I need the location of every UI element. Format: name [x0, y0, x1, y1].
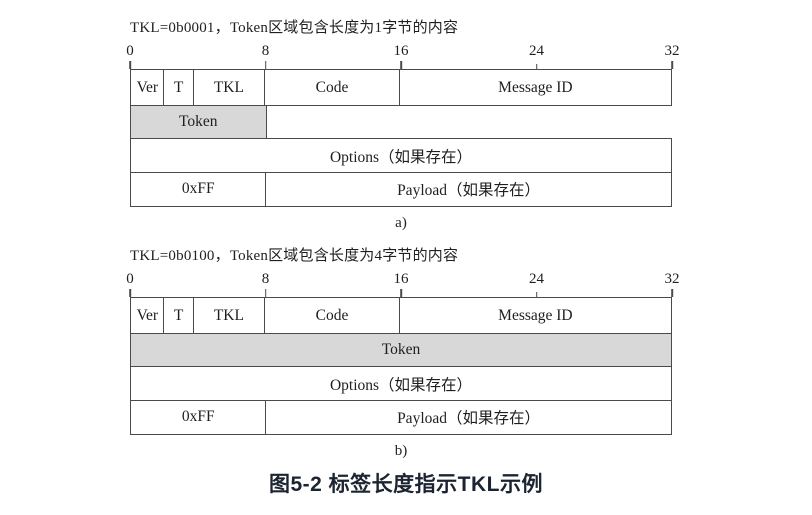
subfigure-label-a: a): [395, 214, 407, 231]
field-ver: Ver: [130, 297, 165, 334]
table-row-options: Options（如果存在）: [130, 366, 672, 401]
table-row-token: Token: [130, 104, 672, 140]
field-code: Code: [263, 297, 401, 334]
bit-tick-label: 0: [126, 43, 134, 59]
tick-mark: [535, 292, 538, 297]
tick-mark: [400, 289, 402, 297]
tick-mark: [671, 289, 673, 297]
field-tkl: TKL: [192, 69, 266, 106]
tick-mark: [671, 61, 673, 69]
tick-mark: [264, 61, 267, 69]
diagram-b-bit-ruler: 0 8 16 24 32: [126, 271, 680, 297]
bit-tick-label: 8: [261, 43, 270, 59]
packet-table-b: Ver T TKL Code Message ID Token Options（…: [130, 297, 672, 435]
tick-mark: [400, 61, 402, 69]
bit-tick-label: 16: [393, 43, 409, 59]
diagram-b-title: TKL=0b0100，Token区域包含长度为4字节的内容: [130, 248, 459, 264]
field-ver: Ver: [130, 69, 165, 106]
table-row-header: Ver T TKL Code Message ID: [130, 69, 672, 106]
subfigure-label-b: b): [394, 442, 408, 459]
table-row-token: Token: [130, 332, 672, 368]
table-row-options: Options（如果存在）: [130, 138, 672, 173]
field-message-id: Message ID: [398, 69, 672, 106]
tick-mark: [264, 289, 267, 297]
packet-table-a: Ver T TKL Code Message ID Token Options（…: [130, 69, 672, 207]
bit-tick-label: 0: [126, 271, 134, 287]
diagram-a-bit-ruler: 0 8 16 24 32: [126, 43, 680, 69]
tick-mark: [535, 64, 538, 69]
bit-tick-label: 16: [393, 271, 409, 287]
field-token: Token: [130, 104, 267, 140]
bit-tick-label: 32: [664, 43, 680, 59]
bit-tick-label: 32: [664, 271, 680, 287]
field-code: Code: [263, 69, 401, 106]
diagram-a-title: TKL=0b0001，Token区域包含长度为1字节的内容: [130, 20, 459, 36]
figure-b: TKL=0b0100，Token区域包含长度为4字节的内容 0 8 16 24 …: [126, 247, 680, 460]
field-0xff: 0xFF: [130, 399, 267, 435]
field-message-id: Message ID: [398, 297, 672, 334]
field-payload: Payload（如果存在）: [265, 171, 672, 207]
field-options: Options（如果存在）: [130, 138, 672, 173]
field-token: Token: [130, 332, 672, 368]
figure-caption: 图5-2 标签长度指示TKL示例: [268, 473, 543, 496]
table-row-header: Ver T TKL Code Message ID: [130, 297, 672, 334]
field-0xff: 0xFF: [130, 171, 267, 207]
field-t: T: [163, 69, 195, 106]
table-row-payload: 0xFF Payload（如果存在）: [130, 399, 672, 435]
bit-tick-label: 8: [261, 271, 270, 287]
bit-tick-label: 24: [529, 271, 544, 287]
field-tkl: TKL: [192, 297, 266, 334]
figure-a: TKL=0b0001，Token区域包含长度为1字节的内容 0 8 16 24 …: [126, 19, 680, 232]
bit-tick-label: 24: [529, 43, 544, 59]
tick-mark: [129, 289, 131, 297]
field-options: Options（如果存在）: [130, 366, 672, 401]
field-payload: Payload（如果存在）: [265, 399, 672, 435]
field-t: T: [163, 297, 195, 334]
table-row-payload: 0xFF Payload（如果存在）: [130, 171, 672, 207]
tick-mark: [129, 61, 131, 69]
